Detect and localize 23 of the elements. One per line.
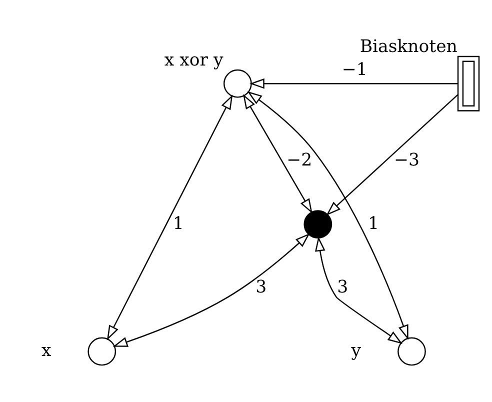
arrow <box>106 94 233 340</box>
arrow <box>243 94 312 214</box>
arrow <box>247 90 408 340</box>
arrow <box>250 78 458 88</box>
arrow <box>112 232 310 346</box>
node-circle <box>304 210 332 238</box>
edge-label: 1 <box>368 213 379 234</box>
edge-label: −3 <box>394 150 420 170</box>
edge-label: 3 <box>337 276 348 297</box>
edge-label: 1 <box>172 213 184 234</box>
node-label: x xor y <box>164 50 224 70</box>
node-circle <box>223 68 252 98</box>
edge-label: −1 <box>342 60 368 80</box>
arrow <box>326 94 458 216</box>
edge-label: −2 <box>286 150 312 170</box>
node-circle <box>88 336 116 366</box>
node-label: y <box>351 340 362 361</box>
node-bar <box>457 55 480 111</box>
edge-label: 3 <box>256 276 267 297</box>
node-label: Biasknoten <box>360 36 458 56</box>
node-label: x <box>41 340 52 361</box>
arrow <box>314 236 403 344</box>
node-circle <box>398 336 426 366</box>
